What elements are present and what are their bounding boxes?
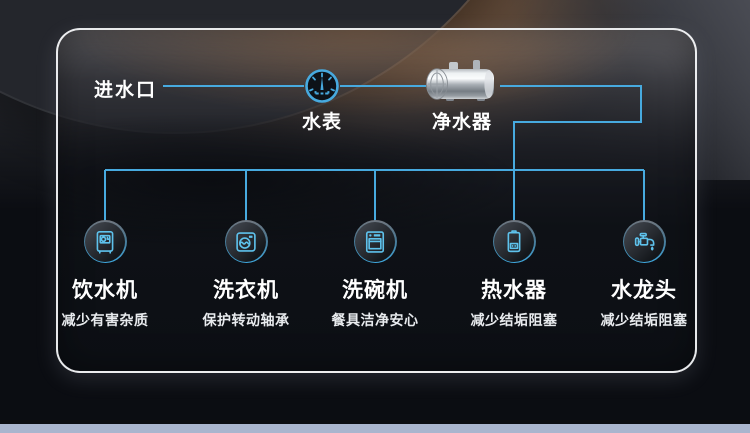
meter-label: 水表	[301, 112, 343, 133]
bottom-band	[0, 424, 750, 433]
appliance-desc: 保护转动轴承	[202, 312, 290, 328]
appliance-title: 热水器	[481, 279, 547, 302]
appliance-title: 洗碗机	[342, 279, 408, 302]
appliance-faucet: 水龙头 减少结垢阻塞	[569, 220, 719, 330]
appliance-washing-machine: 洗衣机 保护转动轴承	[171, 220, 321, 330]
icon-ring	[622, 220, 666, 263]
washing-machine-icon	[236, 231, 256, 252]
appliance-desc: 减少结垢阻塞	[470, 312, 558, 328]
water-heater-icon	[507, 229, 521, 252]
appliance-title: 洗衣机	[213, 279, 279, 302]
icon-ring	[224, 220, 268, 263]
pipe-path-group	[104, 85, 645, 221]
icon-ring	[353, 220, 397, 263]
icon-ring	[492, 220, 536, 263]
inlet-label: 进水口	[94, 80, 158, 101]
gauge-needle	[320, 76, 324, 90]
appliance-desc: 餐具洁净安心	[331, 312, 419, 328]
appliance-water-heater: 热水器 减少结垢阻塞	[439, 220, 589, 330]
appliance-title: 饮水机	[72, 279, 138, 302]
water-meter-gauge-icon	[305, 69, 339, 103]
faucet-icon	[634, 232, 655, 251]
appliance-water-dispenser: 饮水机 减少有害杂质	[30, 220, 180, 330]
purifier-label: 净水器	[431, 112, 493, 133]
water-dispenser-icon	[96, 230, 114, 254]
appliance-title: 水龙头	[611, 279, 677, 302]
appliance-desc: 减少有害杂质	[61, 312, 149, 328]
icon-ring	[83, 220, 127, 263]
water-purifier-image	[426, 60, 494, 101]
appliance-desc: 减少结垢阻塞	[600, 312, 688, 328]
appliance-dishwasher: 洗碗机 餐具洁净安心	[300, 220, 450, 330]
dishwasher-icon	[365, 230, 385, 253]
pipe-purifier-to-bus	[500, 85, 642, 221]
